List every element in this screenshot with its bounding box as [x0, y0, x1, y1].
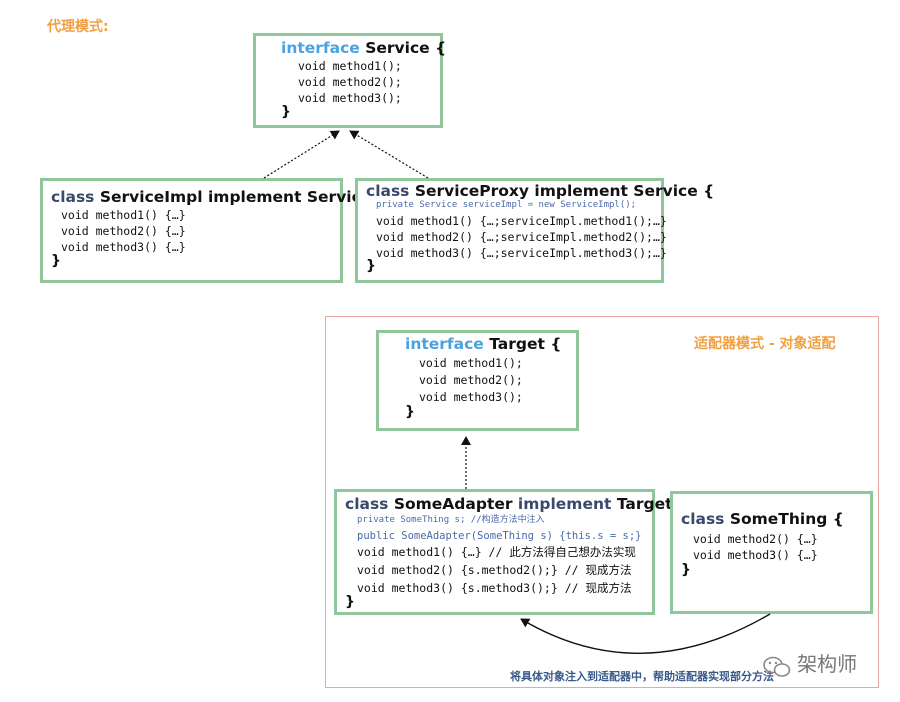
- service-impl-keyword: class: [51, 188, 95, 206]
- service-method-1: void method1();: [298, 59, 402, 73]
- some-adapter-method-3: void method3() {s.method3();} // 现成方法: [357, 581, 632, 595]
- target-keyword: interface: [405, 335, 484, 353]
- service-proxy-close-brace: }: [366, 258, 376, 274]
- something-title: class SomeThing {: [681, 510, 844, 528]
- service-proxy-field: private Service serviceImpl = new Servic…: [376, 200, 637, 210]
- proxy-heading: 代理模式:: [47, 19, 109, 35]
- service-interface-box: interface Service { void method1(); void…: [253, 33, 446, 128]
- target-close-brace: }: [405, 404, 415, 420]
- proxy-to-service-arrow: [349, 130, 429, 179]
- service-impl-method-3: void method3() {…}: [61, 240, 186, 254]
- adapter-heading: 适配器模式 - 对象适配: [694, 336, 836, 352]
- target-method-2: void method2();: [419, 373, 523, 387]
- some-adapter-method-1: void method1() {…} // 此方法得自己想办法实现: [357, 545, 636, 559]
- something-box: class SomeThing { void method2() {…} voi…: [670, 491, 873, 614]
- wechat-icon: [763, 656, 791, 677]
- something-keyword: class: [681, 510, 725, 528]
- service-impl-method-2: void method2() {…}: [61, 224, 186, 238]
- target-method-3: void method3();: [419, 390, 523, 404]
- some-adapter-field-1: private SomeThing s; //构造方法中注入: [357, 515, 545, 525]
- something-to-adapter-arrow: [520, 613, 771, 654]
- service-method-2: void method2();: [298, 75, 402, 89]
- service-impl-close-brace: }: [51, 253, 61, 269]
- service-proxy-method-1: void method1() {…;serviceImpl.method1();…: [376, 214, 667, 228]
- service-impl-title: class ServiceImpl implement Service {: [51, 188, 388, 206]
- some-adapter-name: SomeAdapter: [393, 495, 513, 513]
- some-adapter-constructor: public SomeAdapter(SomeThing s) {this.s …: [357, 530, 642, 542]
- service-proxy-method-2: void method2() {…;serviceImpl.method2();…: [376, 230, 667, 244]
- something-name: SomeThing {: [729, 510, 844, 528]
- something-method-2: void method2() {…}: [693, 532, 818, 546]
- service-impl-name: ServiceImpl implement Service {: [99, 188, 388, 206]
- target-name: Target {: [489, 335, 562, 353]
- service-name: Service {: [365, 39, 447, 57]
- target-interface-box: interface Target { void method1(); void …: [376, 330, 579, 431]
- some-adapter-keyword: class: [345, 495, 389, 513]
- some-adapter-implement: implement: [517, 495, 612, 513]
- watermark: 架构师: [762, 648, 857, 680]
- service-proxy-title: class ServiceProxy implement Service {: [366, 182, 714, 200]
- service-proxy-name: ServiceProxy implement Service {: [414, 182, 715, 200]
- target-method-1: void method1();: [419, 356, 523, 370]
- some-adapter-method-2: void method2() {s.method2();} // 现成方法: [357, 563, 632, 577]
- service-impl-method-1: void method1() {…}: [61, 208, 186, 222]
- something-close-brace: }: [681, 562, 691, 578]
- something-method-3: void method3() {…}: [693, 548, 818, 562]
- impl-to-service-arrow: [263, 130, 340, 179]
- service-keyword: interface: [281, 39, 360, 57]
- service-impl-box: class ServiceImpl implement Service { vo…: [40, 178, 388, 283]
- watermark-text: 架构师: [797, 652, 858, 676]
- target-title: interface Target {: [405, 335, 561, 353]
- some-adapter-close-brace: }: [345, 594, 355, 610]
- service-proxy-method-3: void method3() {…;serviceImpl.method3();…: [376, 246, 667, 260]
- service-proxy-box: class ServiceProxy implement Service { p…: [355, 178, 714, 283]
- service-close-brace: }: [281, 104, 291, 120]
- service-title: interface Service {: [281, 39, 446, 57]
- service-proxy-keyword: class: [366, 182, 410, 200]
- service-method-3: void method3();: [298, 91, 402, 105]
- adapter-note: 将具体对象注入到适配器中，帮助适配器实现部分方法: [510, 670, 774, 683]
